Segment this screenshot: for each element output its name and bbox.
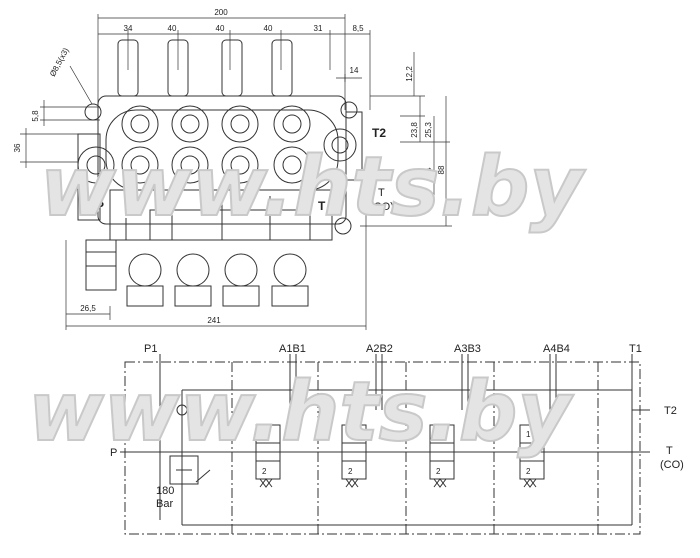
dim-bottom-241: 241 — [207, 316, 221, 325]
check-valve — [176, 404, 188, 416]
label-t-co: (CO) — [660, 459, 684, 471]
dim-right-122: 12,2 — [405, 66, 414, 82]
label-t1: T1 — [629, 343, 642, 355]
spool-cap-3 — [221, 39, 243, 97]
upper-ports — [121, 105, 311, 143]
pos-1-block-2: 1 — [348, 430, 353, 439]
dim-right-238: 23,8 — [410, 122, 419, 138]
label-p: P — [110, 447, 117, 459]
dim-seg1: 34 — [124, 24, 133, 33]
spool-cap-1 — [117, 39, 139, 97]
hydraulic-schematic: P1 A1B1 A2B2 A3B3 A4B4 T1 T2 P T (CO) 18… — [110, 343, 684, 535]
dim-seg5: 31 — [314, 24, 323, 33]
pos-2-block-3: 2 — [436, 467, 441, 476]
port-p-inner: P — [96, 199, 104, 213]
label-a2b2: A2B2 — [366, 343, 393, 355]
pos-2-block-2: 2 — [348, 467, 353, 476]
port-t2: T2 — [372, 126, 386, 140]
relief-valve — [169, 455, 199, 485]
left-dimensions — [20, 100, 100, 168]
dim-right-88: 88 — [437, 165, 446, 174]
pos-1-block-4: 1 — [526, 430, 531, 439]
label-a1b1: A1B1 — [279, 343, 306, 355]
spool-block-1 — [255, 424, 281, 488]
dim-hole: Ø8,5(x3) — [48, 46, 71, 78]
mount-hole-right-bottom — [334, 217, 352, 235]
port-t-inner: T — [318, 199, 326, 213]
dim-overall-width: 200 — [214, 8, 228, 17]
dim-left-36: 36 — [13, 143, 22, 152]
port-t-co: (CO) — [370, 201, 394, 213]
dim-right-34: 34 — [424, 167, 433, 176]
detent-cap-2 — [176, 253, 210, 287]
spool-block-4 — [519, 424, 545, 488]
dim-seg4: 40 — [264, 24, 273, 33]
spool-section — [85, 189, 333, 307]
port-p-outer: P — [50, 173, 58, 187]
mount-hole-left — [84, 103, 102, 121]
dim-right-253: 25,3 — [424, 122, 433, 138]
label-p1: P1 — [144, 343, 157, 355]
right-dimensions — [336, 52, 452, 227]
dim-seg2: 40 — [168, 24, 177, 33]
watermark-top: www.hts.by — [40, 140, 586, 235]
mount-hole-right-top — [340, 101, 358, 119]
watermark-bottom: www.hts.by — [28, 365, 574, 460]
spool-cap-2 — [167, 39, 189, 97]
port-t: T — [378, 187, 385, 199]
detent-cap-1 — [128, 253, 162, 287]
label-a4b4: A4B4 — [543, 343, 570, 355]
label-t: T — [666, 445, 673, 457]
pos-1-block-1: 1 — [262, 430, 267, 439]
detent-cap-3 — [224, 253, 258, 287]
dim-seg3: 40 — [216, 24, 225, 33]
dim-bottom-265: 26,5 — [80, 304, 96, 313]
spool-block-2 — [341, 424, 367, 488]
pos-1-block-3: 1 — [436, 430, 441, 439]
relief-valve-fitting — [85, 239, 117, 291]
lower-ports — [77, 128, 357, 184]
dim-left-58: 5,8 — [31, 110, 40, 122]
pos-2-block-1: 2 — [262, 467, 267, 476]
dim-seg6: 8,5 — [352, 24, 364, 33]
detent-cap-4 — [273, 253, 307, 287]
pos-2-block-4: 2 — [526, 467, 531, 476]
bottom-dimensions — [65, 200, 367, 330]
dim-right-14: 14 — [350, 66, 359, 75]
relief-unit: Bar — [156, 498, 173, 510]
label-a3b3: A3B3 — [454, 343, 481, 355]
top-dimensions — [97, 14, 371, 110]
spool-block-3 — [429, 424, 455, 488]
relief-value: 180 — [156, 485, 174, 497]
spool-cap-4 — [271, 39, 293, 97]
label-t2: T2 — [664, 405, 677, 417]
